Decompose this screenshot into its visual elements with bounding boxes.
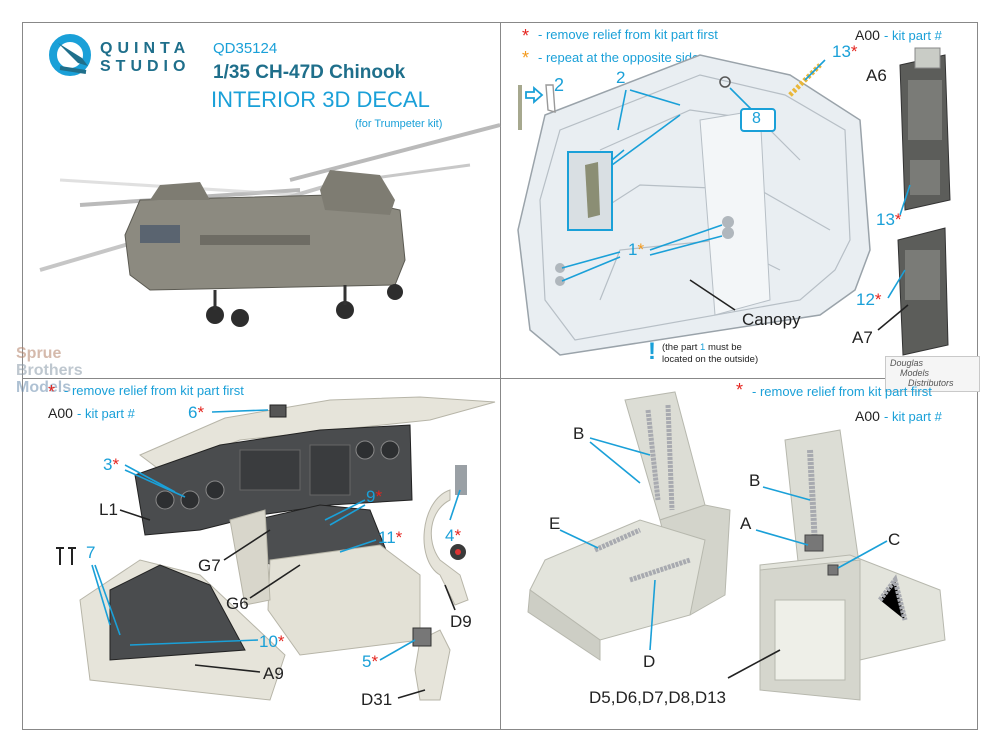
part-11-label: 11* [378, 528, 403, 547]
watermark-sprue: Sprue [16, 345, 62, 362]
watermark-distributors: Distributors [908, 378, 954, 388]
G6-label: G6 [226, 594, 249, 613]
legend-remove-star: * [522, 26, 530, 46]
kit-part-text-bl: - kit part # [77, 406, 135, 421]
E-label: E [549, 514, 561, 533]
kit-part-code-br: A00 [855, 408, 880, 424]
product-note: (for Trumpeter kit) [355, 118, 443, 130]
kit-part-text-top: - kit part # [884, 28, 942, 43]
sprue-watermark: Sprue Brothers Models [16, 345, 116, 405]
legend-remove-star-bl: * [48, 382, 56, 402]
part-12-label: 12* [856, 290, 882, 309]
kit-part-code-bl: A00 [48, 405, 73, 421]
A6-label: A6 [866, 66, 887, 85]
kit-part-text-br: - kit part # [884, 409, 942, 424]
part-7-label: 7 [86, 543, 96, 562]
B-label-2: B [749, 471, 761, 490]
legend-remove-text-br: - remove relief from kit part first [752, 384, 932, 399]
douglas-watermark: Douglas Models Distributors [885, 356, 980, 392]
part-6-label: 6* [188, 403, 205, 422]
part-8-label: 8 [752, 110, 761, 127]
exclaim-icon: ! [648, 338, 656, 365]
part-5-label: 5* [362, 652, 379, 671]
canopy-label: Canopy [742, 310, 801, 329]
legend-remove-star-br: * [736, 380, 744, 400]
A9-label: A9 [263, 664, 284, 683]
A7-label: A7 [852, 328, 873, 347]
brand-line2: STUDIO [100, 58, 191, 75]
watermark-douglas-models: Models [900, 368, 930, 378]
product-code: QD35124 [213, 40, 278, 57]
product-subtitle: INTERIOR 3D DECAL [211, 87, 430, 112]
canopy-note-line2: located on the outside) [662, 354, 759, 365]
seat-parts-label: D5,D6,D7,D8,D13 [589, 688, 727, 707]
part-9-label: 9* [366, 487, 383, 506]
part-2-label: 2 [616, 68, 626, 87]
kit-part-code-top: A00 [855, 27, 880, 43]
canopy-note-line1: (the part 1 must be [662, 342, 742, 353]
part-4-label: 4* [445, 526, 462, 545]
part-13b-label: 13* [876, 210, 902, 229]
D-label: D [643, 652, 656, 671]
A-label: A [740, 514, 752, 533]
part-2-icon-label: 2 [554, 75, 565, 95]
watermark-brothers: Brothers [16, 362, 83, 379]
vertical-divider [500, 22, 501, 730]
D31-label: D31 [361, 690, 393, 709]
legend-repeat-text: - repeat at the opposite side [538, 50, 700, 65]
watermark-models: Models [16, 379, 72, 396]
legend-repeat-star: * [522, 48, 530, 68]
C-label: C [888, 530, 901, 549]
product-title: 1/35 CH-47D Chinook [213, 62, 406, 83]
part-1-label: 1* [628, 240, 645, 259]
horizontal-divider [22, 378, 978, 379]
legend-remove-text-bl: - remove relief from kit part first [64, 383, 244, 398]
part-10-label: 10* [259, 632, 285, 651]
B-label-1: B [573, 424, 585, 443]
L1-label: L1 [99, 500, 118, 519]
legend-remove-text: - remove relief from kit part first [538, 27, 718, 42]
G7-label: G7 [198, 556, 221, 575]
part-3-label: 3* [103, 455, 120, 474]
D9-label: D9 [450, 612, 472, 631]
watermark-douglas: Douglas [890, 358, 924, 368]
part-13a-label: 13* [832, 42, 858, 61]
brand-line1: QUINTA [100, 40, 191, 57]
